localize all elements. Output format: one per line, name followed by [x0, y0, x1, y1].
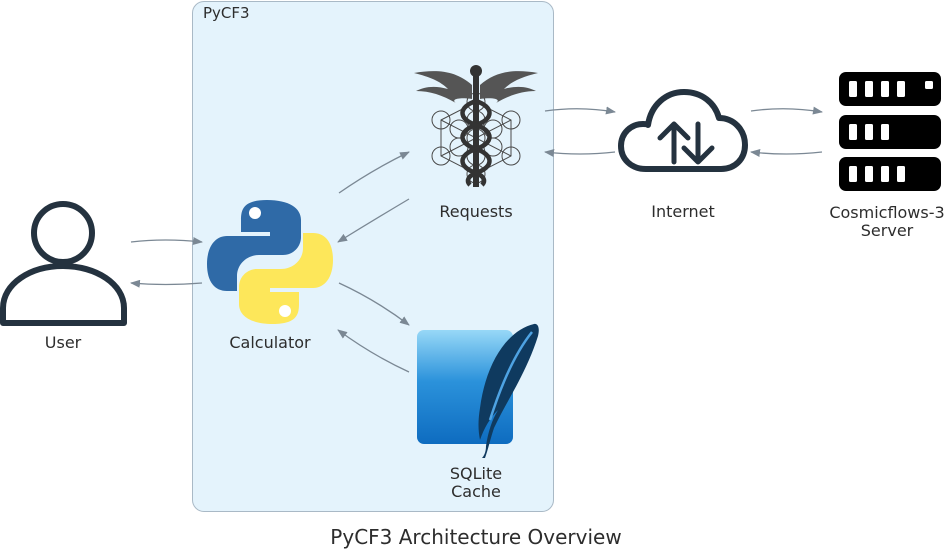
sqlite-logo-icon	[417, 323, 539, 458]
cluster-label: PyCF3	[203, 4, 250, 22]
server-label: Cosmicflows-3 Server	[829, 203, 945, 240]
requests-label: Requests	[439, 202, 513, 221]
user-label: User	[44, 333, 82, 352]
edge-server-to-internet	[750, 149, 823, 157]
edge-internet-to-requests	[544, 149, 616, 157]
python-logo-icon	[207, 200, 333, 324]
user-icon	[0, 201, 127, 326]
edge-internet-to-server	[750, 106, 823, 115]
calculator-label: Calculator	[229, 333, 311, 352]
edge-user-to-calculator	[130, 237, 203, 246]
cloud-icon	[618, 89, 748, 172]
server-icon	[839, 72, 941, 191]
edge-requests-to-calculator	[337, 198, 410, 243]
edge-sqlite-to-calculator	[337, 329, 410, 373]
edge-requests-to-internet	[544, 106, 616, 115]
edge-calculator-to-user	[130, 279, 203, 288]
diagram-title: PyCF3 Architecture Overview	[330, 525, 622, 549]
requests-logo-icon	[414, 65, 538, 187]
edge-calculator-to-sqlite	[338, 282, 410, 326]
edge-calculator-to-requests	[338, 151, 410, 194]
internet-label: Internet	[651, 202, 715, 221]
sqlite-cache-label: SQLite Cache	[449, 464, 503, 501]
